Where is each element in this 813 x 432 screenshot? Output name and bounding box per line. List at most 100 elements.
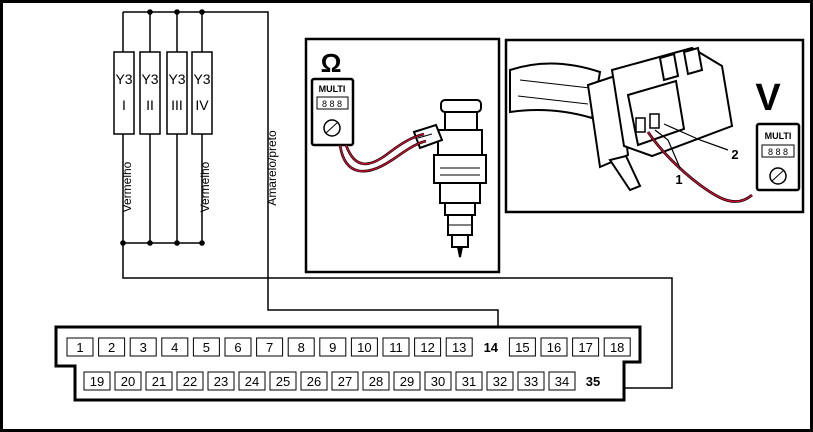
- pin-label: 1: [76, 340, 83, 355]
- pin-label: 34: [555, 374, 569, 389]
- callout-1: 1: [675, 172, 682, 187]
- pin-label: 11: [389, 340, 403, 355]
- connector-pin-5: 5: [192, 337, 220, 357]
- volt-probe-wires: [646, 131, 753, 203]
- pin-label: 26: [307, 374, 321, 389]
- injector-y3-ii: Y3 II: [139, 51, 161, 135]
- connector-pin-17: 17: [572, 337, 600, 357]
- pin-label: 23: [214, 374, 228, 389]
- pin-label: 24: [245, 374, 259, 389]
- pin-label: 16: [547, 340, 561, 355]
- pin-label: 8: [298, 340, 305, 355]
- pin-label: 20: [121, 374, 135, 389]
- connector-pin-12: 12: [414, 337, 442, 357]
- connector-pin-15: 15: [508, 337, 536, 357]
- ohm-multimeter: MULTI 8 8 8: [310, 77, 355, 147]
- injector-code: Y3: [115, 71, 132, 87]
- injector-numeral: II: [146, 97, 154, 113]
- ohm-symbol: Ω: [321, 48, 342, 78]
- connector-pin-29: 29: [393, 371, 421, 391]
- connector-pin-11: 11: [382, 337, 410, 357]
- injector-code: Y3: [141, 71, 158, 87]
- connector-pin-24: 24: [238, 371, 266, 391]
- connector-pin-22: 22: [176, 371, 204, 391]
- connector-pin-34: 34: [548, 371, 576, 391]
- connector-pin-20: 20: [114, 371, 142, 391]
- pin-label: 19: [90, 374, 104, 389]
- injector-y3-iii: Y3 III: [166, 51, 188, 135]
- volt-symbol: V: [755, 77, 781, 119]
- pin-label: 15: [515, 340, 529, 355]
- fuel-injector-drawing: [412, 99, 487, 258]
- pin-label: 6: [234, 340, 241, 355]
- connector-pin-30: 30: [424, 371, 452, 391]
- injector-code: Y3: [193, 71, 210, 87]
- pin-label: 10: [357, 340, 371, 355]
- connector-plug-drawing: [586, 46, 734, 192]
- pin-label: 31: [462, 374, 476, 389]
- pin-label: 3: [140, 340, 147, 355]
- pin-label: 28: [369, 374, 383, 389]
- connector-pin-25: 25: [269, 371, 297, 391]
- pin-label: 22: [183, 374, 197, 389]
- connector-pin-19: 19: [83, 371, 111, 391]
- callout-2: 2: [731, 147, 738, 162]
- connector-pin-7: 7: [256, 337, 284, 357]
- multimeter-label: MULTI: [765, 131, 792, 141]
- connector-pin-1: 1: [66, 337, 94, 357]
- injector-numeral: III: [171, 97, 183, 113]
- pin-label: 12: [420, 340, 434, 355]
- connector-pin-4: 4: [161, 337, 189, 357]
- volt-multimeter: MULTI 8 8 8: [755, 122, 801, 192]
- connector-pin-23: 23: [207, 371, 235, 391]
- injector-code: Y3: [168, 71, 185, 87]
- multimeter-display: 8 8 8: [768, 147, 788, 157]
- pin-label: 33: [524, 374, 538, 389]
- connector-pin-2: 2: [98, 337, 126, 357]
- connector-pin-13: 13: [445, 337, 473, 357]
- connector-bottom-row: 19 20 21 22 23 24 25 26 27 28 29 30 31 32 33 34 35: [83, 371, 600, 391]
- multimeter-display: 8 8 8: [322, 99, 342, 109]
- multimeter-label: MULTI: [319, 84, 346, 94]
- connector-pin-16: 16: [540, 337, 568, 357]
- connector-pin-10: 10: [350, 337, 378, 357]
- ohm-probe-wires: [338, 132, 427, 173]
- connector-pin-14: 14: [484, 340, 499, 355]
- pin-label: 2: [108, 340, 115, 355]
- voltmeter-panel: V 1 2: [504, 38, 805, 214]
- connector-pin-33: 33: [517, 371, 545, 391]
- connector-pin-6: 6: [224, 337, 252, 357]
- connector-pin-35: 35: [586, 374, 600, 389]
- pin-label: 13: [452, 340, 466, 355]
- harness-cable: [509, 62, 602, 120]
- pin-label: 29: [400, 374, 414, 389]
- pin-label: 7: [266, 340, 273, 355]
- injector-y3-iv: Y3 IV: [191, 51, 213, 135]
- injector-numeral: IV: [195, 97, 209, 113]
- pin-label: 27: [338, 374, 352, 389]
- wire-label-left: Vermelho: [120, 161, 134, 212]
- pin-label: 32: [493, 374, 507, 389]
- connector-pin-9: 9: [319, 337, 347, 357]
- injector-y3-i: Y3 I: [113, 51, 135, 135]
- connector-pin-27: 27: [331, 371, 359, 391]
- connector-pin-8: 8: [287, 337, 315, 357]
- callout-lines: [654, 123, 729, 169]
- connector-pin-3: 3: [129, 337, 157, 357]
- pin-label: 4: [171, 340, 178, 355]
- connector-pin-28: 28: [362, 371, 390, 391]
- wiring: [122, 11, 673, 389]
- connector-pin-31: 31: [455, 371, 483, 391]
- connector-pin-21: 21: [145, 371, 173, 391]
- injector-numeral: I: [122, 97, 126, 113]
- junction-dots: [120, 9, 205, 246]
- connector-pin-32: 32: [486, 371, 514, 391]
- pin-label: 5: [203, 340, 210, 355]
- pin-label: 17: [578, 340, 592, 355]
- pin-label: 9: [329, 340, 336, 355]
- pin-label: 14: [484, 340, 499, 355]
- connector-pin-18: 18: [603, 337, 631, 357]
- pin-label: 35: [586, 374, 600, 389]
